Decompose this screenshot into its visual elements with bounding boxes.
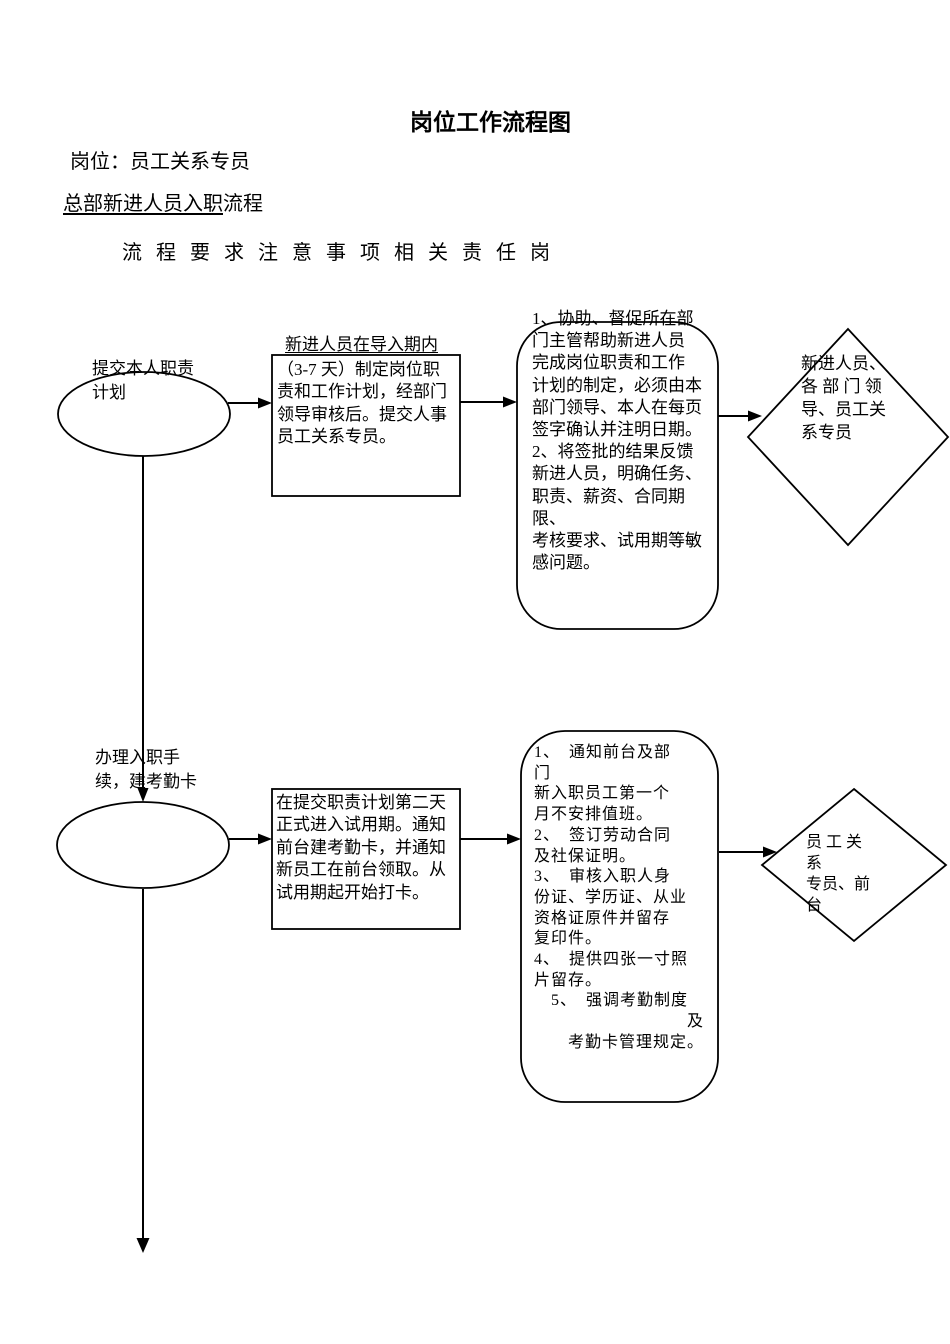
process-text-2: 在提交职责计划第二天 正式进入试用期。通知 前台建考勤卡，并通知 新员工在前台领… bbox=[276, 793, 446, 902]
arrow-ellipse2-down bbox=[136, 889, 150, 1253]
arrow-ellipse1-to-rect1 bbox=[228, 397, 272, 409]
subtitle-underlined-part: 总部新进人员入职 bbox=[63, 193, 223, 215]
notes-text-1: 1、协助、督促所在部 门主管帮助新进人员 完成岗位职责和工作 计划的制定，必须由… bbox=[532, 309, 702, 573]
arrow-notes2-to-diamond2 bbox=[719, 846, 777, 858]
responsible-text-2: 员 工 关 系 专员、前 台 bbox=[806, 834, 871, 914]
responsible-diamond-2 bbox=[760, 787, 948, 943]
arrow-rect2-to-notes2 bbox=[460, 833, 521, 845]
process-text-1: （3-7 天）制定岗位职 责和工作计划，经部门 领导审核后。提交人事 员工关系专… bbox=[277, 360, 447, 447]
process-rect-1 bbox=[271, 354, 461, 497]
arrow-ellipse1-to-ellipse2 bbox=[137, 456, 149, 802]
start-ellipse-2 bbox=[56, 801, 230, 889]
subtitle: 总部新进人员入职流程 bbox=[63, 191, 263, 217]
process-heading-1: 新进人员在导入期内 bbox=[285, 335, 438, 354]
position-line: 岗位：员工关系专员 bbox=[70, 151, 250, 173]
process-rect-2 bbox=[271, 788, 461, 930]
notes-roundrect-1 bbox=[516, 321, 719, 630]
subtitle-rest-part: 流程 bbox=[223, 193, 263, 215]
responsible-text-1: 新进人员、 各 部 门 领 导、员工关 系专员 bbox=[801, 354, 886, 442]
arrow-ellipse2-to-rect2 bbox=[229, 833, 272, 845]
notes-roundrect-2 bbox=[520, 730, 719, 1103]
page-title: 岗位工作流程图 bbox=[410, 109, 571, 135]
arrow-notes1-to-diamond1 bbox=[718, 410, 762, 422]
columns-header: 流程要求注意事项相关责任岗 bbox=[122, 242, 564, 264]
start-label-1: 提交本人职责 计划 bbox=[92, 359, 194, 402]
responsible-diamond-1 bbox=[746, 327, 950, 547]
arrow-rect1-to-notes1 bbox=[460, 396, 517, 408]
notes-text-2: 1、 通知前台及部 门 新入职员工第一个 月不安排值班。 2、 签订劳动合同 及… bbox=[534, 744, 705, 1051]
start-label-2: 办理入职手 续，建考勤卡 bbox=[95, 748, 197, 791]
